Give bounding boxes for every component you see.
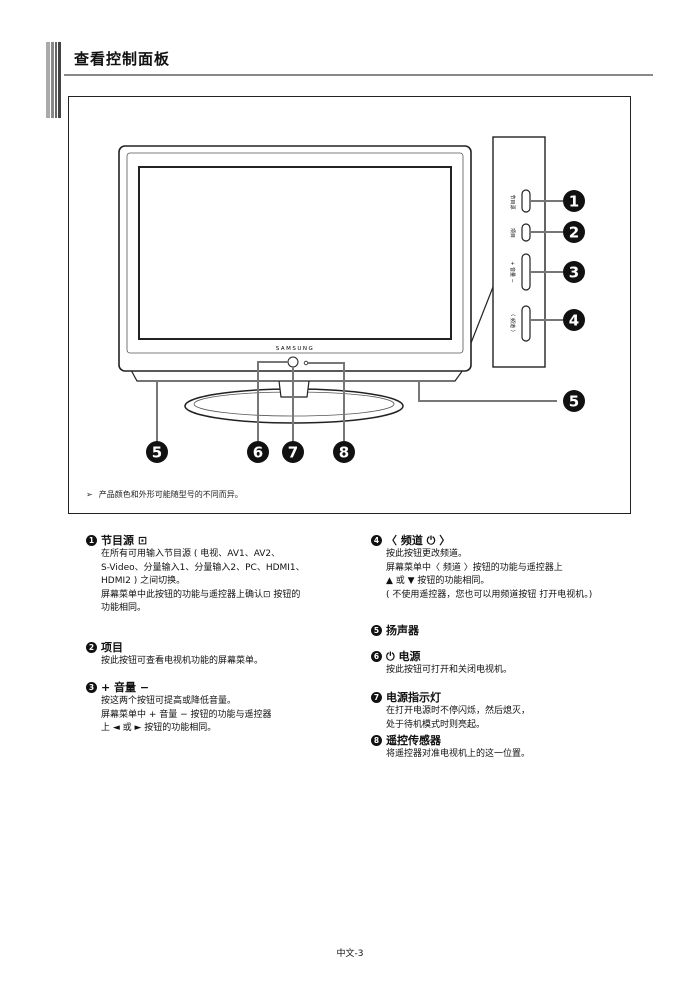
item-title: 〈 频道 ⏻ 〉: [386, 534, 451, 547]
item-title: 扬声器: [386, 624, 419, 637]
side-decoration: [46, 42, 64, 118]
note: ➢ 产品颜色和外形可能随型号的不同而异。: [86, 489, 243, 500]
page-title: 查看控制面板: [74, 50, 171, 68]
item-number: 8: [371, 735, 382, 746]
tv-diagram: SAMSUNG 节目源 项目 + 音量 − 〈 频道 〉: [118, 136, 585, 463]
item-title: 电源指示灯: [386, 691, 441, 704]
item-6: 6 ⏻ 电源按此按钮可打开和关闭电视机。: [371, 649, 512, 678]
item-text: S-Video、分量输入1、分量输入2、PC、HDMI1、: [101, 562, 305, 573]
page-number: 中文-3: [336, 949, 364, 959]
diagram-frame: SAMSUNG 节目源 项目 + 音量 − 〈 频道 〉: [68, 96, 631, 514]
item-text: 在打开电源时不停闪烁，然后熄灭，: [386, 706, 531, 716]
marker-1: 1: [569, 193, 579, 211]
title-rule: [64, 74, 653, 76]
panel-label-2: + 音量 −: [509, 261, 516, 283]
marker-6: 6: [253, 444, 263, 462]
item-title: ⏻ 电源: [386, 650, 421, 663]
brand-logo: SAMSUNG: [276, 346, 315, 352]
marker-4: 4: [569, 312, 579, 330]
item-heading: 5 扬声器: [371, 623, 419, 638]
item-heading: 1 节目源 ⊡: [86, 533, 305, 548]
item-4: 4 〈 频道 ⏻ 〉按此按钮更改频道。屏幕菜单中〈 频道 〉按钮的功能与遥控器上 ▲…: [371, 533, 592, 602]
item-heading: 7 电源指示灯: [371, 690, 530, 705]
item-title: 遥控传感器: [386, 734, 441, 747]
arrow-icon: ➢: [86, 490, 93, 499]
marker-5: 5: [569, 393, 579, 411]
item-number: 3: [86, 682, 97, 693]
item-title: + 音量 −: [101, 681, 150, 694]
marker-2: 2: [569, 224, 579, 242]
item-heading: 2 项目: [86, 640, 263, 655]
panel-label-1: 项目: [509, 228, 515, 238]
item-3: 3 + 音量 − 按这两个按钮可提高或降低音量。屏幕菜单中 + 音量 − 按钮的功能…: [86, 680, 272, 736]
item-title: 项目: [101, 641, 123, 654]
item-text: 按此按钮可打开和关闭电视机。: [386, 665, 513, 675]
item-text: HDMI2 ) 之间切换。: [101, 576, 186, 586]
item-text: 上 ◄ 或 ► 按钮的功能相同。: [101, 723, 217, 733]
panel-label-3: 〈 频道 〉: [509, 311, 516, 334]
item-text: ▲ 或 ▼ 按钮的功能相同。: [386, 576, 490, 586]
item-7: 7 电源指示灯在打开电源时不停闪烁，然后熄灭， 处于待机模式时则亮起。: [371, 690, 530, 732]
item-text: 在所有可用输入节目源 ( 电视、AV1、AV2、: [101, 549, 281, 559]
item-heading: 8 遥控传感器: [371, 733, 530, 748]
item-text: 功能相同。: [101, 603, 147, 613]
item-text: 将遥控器对准电视机上的这一位置。: [386, 749, 531, 759]
item-text: 屏幕菜单中此按钮的功能与遥控器上确认⊡ 按钮的: [101, 589, 301, 600]
marker-7: 7: [288, 444, 298, 462]
item-heading: 6 ⏻ 电源: [371, 649, 512, 664]
marker-5b: 5: [152, 444, 162, 462]
item-heading: 4 〈 频道 ⏻ 〉: [371, 533, 592, 548]
item-number: 1: [86, 535, 97, 546]
item-number: 7: [371, 692, 382, 703]
item-text: 按此按钮可查看电视机功能的屏幕菜单。: [101, 656, 264, 666]
item-2: 2 项目按此按钮可查看电视机功能的屏幕菜单。: [86, 640, 263, 669]
note-text: 产品颜色和外形可能随型号的不同而异。: [98, 490, 243, 499]
item-text: 按这两个按钮可提高或降低音量。: [101, 696, 237, 706]
item-text: 屏幕菜单中〈 频道 〉按钮的功能与遥控器上: [386, 562, 563, 573]
item-1: 1 节目源 ⊡ 在所有可用输入节目源 ( 电视、AV1、AV2、 S-Video、分量…: [86, 533, 305, 616]
marker-3: 3: [569, 264, 579, 282]
item-number: 6: [371, 651, 382, 662]
item-number: 2: [86, 642, 97, 653]
item-number: 4: [371, 535, 382, 546]
item-heading: 3 + 音量 −: [86, 680, 272, 695]
item-title: 节目源 ⊡: [101, 534, 148, 547]
item-text: 处于待机模式时则亮起。: [386, 719, 486, 730]
marker-8: 8: [339, 444, 349, 462]
item-text: ( 不使用遥控器，您也可以用频道按钮 打开电视机。): [386, 589, 593, 600]
item-8: 8 遥控传感器将遥控器对准电视机上的这一位置。: [371, 733, 530, 762]
item-text: 按此按钮更改频道。: [386, 549, 468, 559]
item-text: 屏幕菜单中 + 音量 − 按钮的功能与遥控器: [101, 709, 272, 720]
item-number: 5: [371, 625, 382, 636]
item-5: 5 扬声器: [371, 623, 419, 638]
panel-label-0: 节目源: [509, 194, 516, 209]
